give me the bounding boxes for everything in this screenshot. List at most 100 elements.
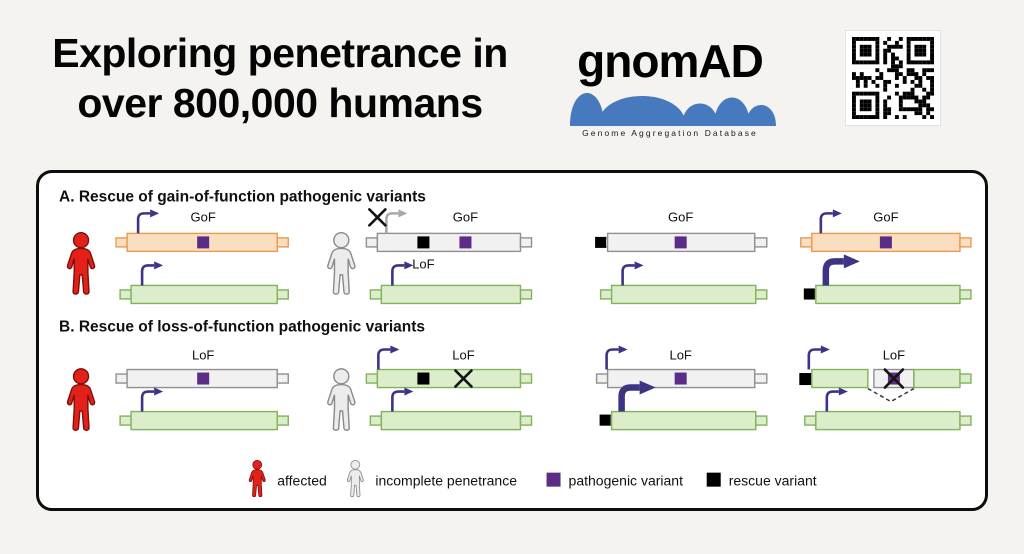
legend-label-affected: affected — [277, 473, 327, 489]
variant-label: LoF — [883, 348, 905, 363]
gene-segment — [755, 289, 768, 300]
gnomad-waves-icon — [570, 93, 776, 126]
gene-body — [376, 232, 522, 253]
gnomad-subtitle: Genome Aggregation Database — [582, 128, 758, 138]
promoter-arrow-icon — [819, 209, 844, 234]
gene-segment — [755, 415, 768, 426]
rescue-variant-marker — [803, 288, 815, 300]
figure-diagram: A. Rescue of gain-of-function pathogenic… — [59, 188, 972, 498]
pathogenic-variant-marker — [879, 236, 892, 249]
gene-segment — [595, 373, 609, 384]
qr-code-icon — [852, 37, 934, 119]
promoter-arrow-icon — [807, 345, 832, 370]
promoter-arrow-icon — [377, 345, 401, 370]
incomplete-penetrance-person-icon — [327, 368, 356, 431]
gene-body — [376, 368, 522, 389]
increased-expression-arrow-icon — [826, 254, 860, 285]
rescue-variant-marker — [799, 373, 812, 386]
gene-segment — [276, 373, 289, 384]
gene-body — [130, 410, 278, 431]
legend: affected incomplete penetrance pathogeni… — [248, 459, 817, 498]
variant-label: LoF — [669, 348, 691, 363]
gnomad-word-main: gnom — [577, 35, 699, 87]
normal-allele — [804, 387, 972, 431]
scenario-a1: GoF — [66, 209, 289, 305]
gene-segment — [119, 415, 132, 426]
normal-allele — [599, 261, 768, 305]
promoter-arrow-icon — [140, 387, 165, 412]
gene-segment — [369, 289, 383, 300]
exon-skipping-splice-path — [867, 387, 915, 403]
lof-allele: LoF — [595, 345, 768, 389]
gene-body — [815, 410, 961, 431]
gene-segment — [276, 289, 289, 300]
scenario-b2: LoF — [327, 345, 533, 431]
gene-segment — [959, 289, 972, 300]
crossed-out-x-icon — [883, 368, 905, 389]
gene-body — [130, 284, 278, 305]
scenario-b4: LoF — [799, 345, 972, 431]
normal-allele-upregulated — [599, 381, 768, 431]
figure-panel: A. Rescue of gain-of-function pathogenic… — [36, 170, 988, 511]
variant-label: GoF — [191, 209, 216, 224]
affected-person-icon — [248, 459, 266, 498]
normal-allele-upregulated — [803, 254, 972, 305]
gene-segment — [959, 373, 972, 384]
gene-body — [610, 284, 757, 305]
gof-allele: GoF — [115, 209, 289, 253]
rescue-variant-marker — [417, 236, 430, 249]
normal-allele — [119, 387, 289, 431]
gene-segment — [754, 373, 768, 384]
pathogenic-variant-marker — [197, 236, 210, 249]
rescue-variant-marker — [595, 236, 607, 248]
variant-label: GoF — [873, 209, 898, 224]
rescue-variant-swatch — [706, 472, 721, 487]
gnomad-wordmark: gnomAD — [556, 38, 784, 84]
scenario-b1: LoF — [66, 348, 289, 431]
section-a-heading: A. Rescue of gain-of-function pathogenic… — [59, 188, 426, 205]
gene-segment — [519, 415, 533, 426]
normal-allele — [119, 261, 289, 305]
normal-allele — [369, 261, 533, 305]
lof-allele-corrected: LoF — [365, 345, 533, 389]
legend-label-pathogenic: pathogenic variant — [569, 473, 684, 489]
gene-segment — [754, 237, 768, 248]
rescue-label: LoF — [412, 256, 434, 271]
rescue-variant-marker — [599, 414, 611, 426]
scenario-a3: GoF — [595, 209, 768, 305]
gnomad-logo: gnomAD Genome Aggregation Database — [556, 38, 784, 138]
promoter-arrow-icon — [391, 261, 415, 286]
gene-segment — [959, 237, 972, 248]
promoter-arrow-icon — [391, 387, 415, 412]
variant-label: GoF — [668, 209, 693, 224]
gene-body — [811, 368, 869, 389]
promoter-arrow-icon — [136, 209, 161, 234]
scenario-b3: LoF — [595, 345, 768, 431]
title-line-2: over 800,000 humans — [77, 80, 483, 127]
rescue-variant-marker — [417, 372, 430, 385]
variant-label: LoF — [192, 348, 214, 363]
gene-segment — [115, 373, 128, 384]
lof-allele-exon-skipped: LoF — [799, 345, 972, 403]
gene-body — [610, 410, 757, 431]
crossed-out-x-icon — [368, 208, 387, 227]
lof-allele: LoF — [115, 348, 289, 389]
gene-segment — [369, 415, 383, 426]
legend-label-incomplete: incomplete penetrance — [375, 473, 517, 489]
promoter-arrow-icon — [605, 345, 629, 370]
gene-segment — [365, 373, 379, 384]
gene-segment — [115, 237, 128, 248]
scenario-a4: GoF — [800, 209, 972, 305]
affected-person-icon — [66, 231, 96, 295]
affected-person-icon — [66, 368, 96, 431]
promoter-arrow-icon — [385, 209, 409, 234]
gene-segment — [519, 289, 533, 300]
legend-label-rescue: rescue variant — [729, 473, 817, 489]
gene-segment — [519, 373, 533, 384]
gene-segment — [804, 415, 817, 426]
gnomad-word-suffix: AD — [698, 35, 763, 87]
gene-segment — [365, 237, 379, 248]
section-b-heading: B. Rescue of loss-of-function pathogenic… — [59, 318, 425, 335]
pathogenic-variant-marker — [674, 236, 687, 249]
